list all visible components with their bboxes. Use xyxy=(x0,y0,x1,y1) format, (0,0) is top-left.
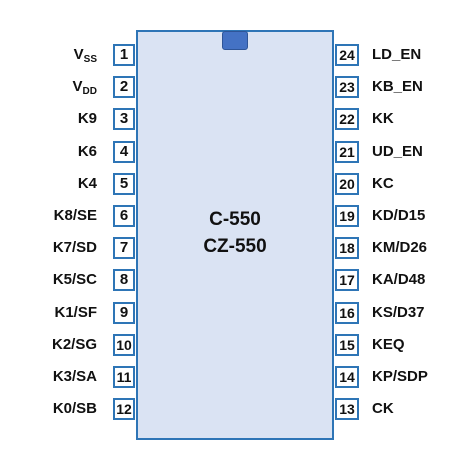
pin-label: LD_EN xyxy=(372,46,422,63)
pin-number: 16 xyxy=(335,302,359,324)
pin-number: 14 xyxy=(335,366,359,388)
chip-body xyxy=(136,30,334,440)
pin-label: KD/D15 xyxy=(372,207,426,224)
pin-label: K4 xyxy=(78,173,97,195)
pin-label: VSS xyxy=(74,44,97,71)
pin-number: 2 xyxy=(113,76,135,98)
pin-number: 13 xyxy=(335,398,359,420)
pin-label-subscript: SS xyxy=(83,54,97,65)
chip-part-number: C-550 xyxy=(209,209,261,230)
pin-label: K7/SD xyxy=(53,237,97,259)
pin-label: VDD xyxy=(73,76,97,103)
pin-number: 1 xyxy=(113,44,135,66)
pin-label: CK xyxy=(372,400,394,417)
pin-label-main: K6 xyxy=(77,143,97,160)
pin-number: 19 xyxy=(335,205,359,227)
pin-label-main: K3/SA xyxy=(52,368,97,385)
chip-part-number-alt: CZ-550 xyxy=(203,236,267,257)
pin-number: 9 xyxy=(113,302,135,324)
pin-number: 6 xyxy=(113,205,135,227)
pin-label: K9 xyxy=(78,108,97,130)
pin-label: K1/SF xyxy=(54,302,97,324)
pin-label: KB_EN xyxy=(372,78,423,95)
pin-number: 15 xyxy=(335,334,359,356)
pin-label-main: K5/SC xyxy=(52,271,97,288)
pin-label: K0/SB xyxy=(53,398,97,420)
pin-label: KEQ xyxy=(372,336,405,353)
pin-number: 4 xyxy=(113,141,135,163)
pin-number: 12 xyxy=(113,398,135,420)
pin-label: KA/D48 xyxy=(372,271,426,288)
pin-label: UD_EN xyxy=(372,143,423,160)
pin-label-main: K0/SB xyxy=(52,400,97,417)
pin-label-main: K8/SE xyxy=(53,207,97,224)
pin-number: 5 xyxy=(113,173,135,195)
pin-number: 17 xyxy=(335,269,359,291)
pin-label: K8/SE xyxy=(54,205,97,227)
pin-number: 8 xyxy=(113,269,135,291)
pin-label: KM/D26 xyxy=(372,239,428,256)
pin-number: 7 xyxy=(113,237,135,259)
pin-label-main: V xyxy=(72,78,83,95)
pin-number: 24 xyxy=(335,44,359,66)
pin-number: 22 xyxy=(335,108,359,130)
pin-number: 23 xyxy=(335,76,359,98)
pin-label: KC xyxy=(372,175,394,192)
pin-number: 3 xyxy=(113,108,135,130)
pin-label: K6 xyxy=(78,141,97,163)
pin-number: 11 xyxy=(113,366,135,388)
pin-label-main: K7/SD xyxy=(52,239,97,256)
pin-label-main: K4 xyxy=(77,175,97,192)
pin-number: 20 xyxy=(335,173,359,195)
pin-label: KK xyxy=(372,110,394,127)
pin-number: 10 xyxy=(113,334,135,356)
pin-label-main: V xyxy=(73,46,84,63)
pin-label: K2/SG xyxy=(52,334,97,356)
pin-label-main: K9 xyxy=(77,110,97,127)
chip-notch xyxy=(222,31,248,50)
pin-number: 18 xyxy=(335,237,359,259)
pin-label: K5/SC xyxy=(53,269,97,291)
pin-label: KS/D37 xyxy=(372,304,425,321)
pin-label-main: K2/SG xyxy=(51,336,97,353)
pin-label: K3/SA xyxy=(53,366,97,388)
pin-number: 21 xyxy=(335,141,359,163)
pin-label-main: K1/SF xyxy=(54,304,97,321)
pin-label-subscript: DD xyxy=(82,86,97,97)
pin-label: KP/SDP xyxy=(372,368,428,385)
